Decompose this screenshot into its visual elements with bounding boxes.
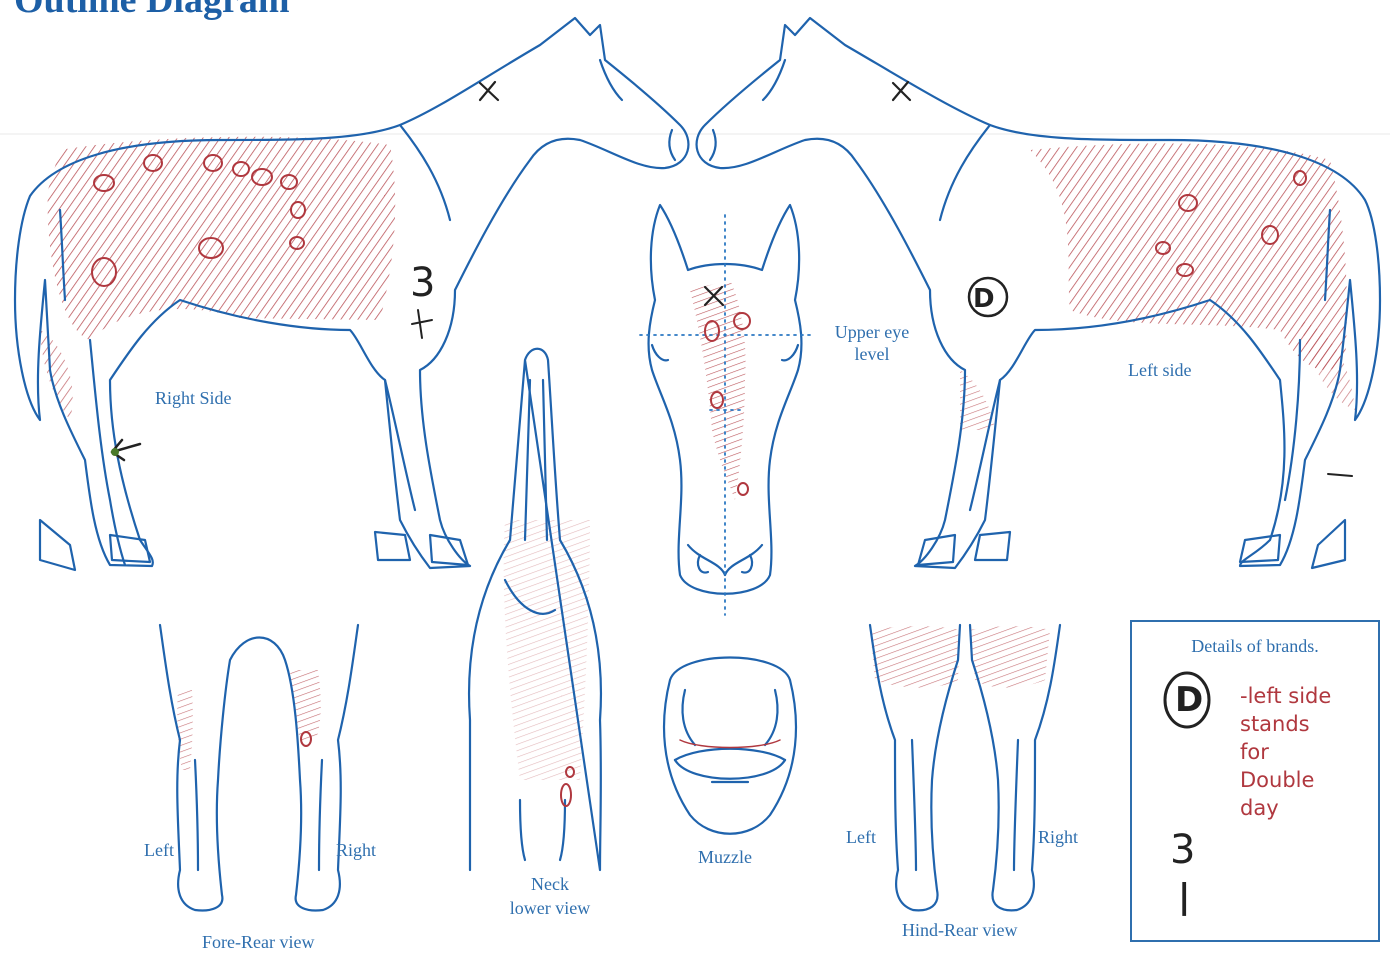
left-side-brand-d: D: [973, 284, 995, 314]
label-neck-1: Neck: [500, 872, 600, 896]
label-hind-left: Left: [846, 825, 876, 849]
diagram-title: Outline Diagram: [14, 0, 289, 22]
left-side-horse: [697, 18, 1380, 568]
brand-1-circle: [1162, 670, 1212, 730]
brand-2-mark: |: [1178, 877, 1190, 917]
right-side-mark-3: 3: [410, 260, 435, 306]
label-neck-2: lower view: [500, 896, 600, 920]
left-side-body-markings: [1030, 143, 1347, 370]
brand-1-note-line-3: for: [1240, 738, 1380, 766]
label-hind-rear-view: Hind-Rear view: [902, 918, 1017, 942]
label-right-side: Right Side: [155, 386, 232, 410]
fore-rear-view: [160, 625, 358, 910]
label-hind-right: Right: [1038, 825, 1078, 849]
neck-lower-view: [469, 349, 601, 870]
right-side-horse: [15, 18, 688, 570]
brand-1-note-line-2: stands: [1240, 710, 1380, 738]
label-fore-right: Right: [336, 838, 376, 862]
label-upper-eye-2: level: [824, 342, 920, 366]
muzzle-view: [664, 658, 796, 834]
brand-1-note-line-4: Double: [1240, 766, 1380, 794]
brand-1-note: -left side stands for Double day: [1240, 682, 1380, 822]
label-left-side: Left side: [1128, 358, 1191, 382]
brand-1-note-line-5: day: [1240, 794, 1380, 822]
label-muzzle: Muzzle: [698, 845, 752, 869]
hind-rear-view: [870, 625, 1060, 910]
muzzle-outline: [664, 658, 796, 834]
brand-details-header: Details of brands.: [1132, 636, 1378, 657]
label-fore-left: Left: [144, 838, 174, 862]
label-upper-eye-1: Upper eye: [824, 320, 920, 344]
brand-1-note-line-1: -left side: [1240, 682, 1380, 710]
head-front-view: [640, 205, 810, 615]
brand-details-box: Details of brands. D -left side stands f…: [1130, 620, 1380, 942]
label-fore-rear-view: Fore-Rear view: [202, 930, 314, 954]
brand-2-symbol: 3: [1170, 827, 1195, 873]
